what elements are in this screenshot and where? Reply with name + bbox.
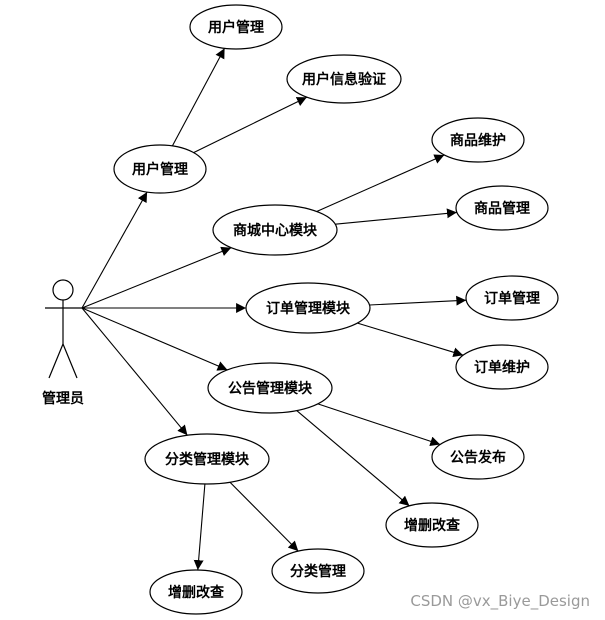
edge-order-module-to-order-maint	[357, 322, 464, 358]
use-case-label: 用户管理	[208, 19, 264, 36]
use-case-label: 用户信息验证	[302, 71, 386, 88]
edge-actor-to-category-module	[81, 307, 188, 436]
nodes-layer: 用户管理用户管理用户信息验证商城中心模块商品维护商品管理订单管理模块订单管理订单…	[113, 4, 559, 615]
use-case-ellipse	[149, 569, 243, 615]
edge-mall-center-to-product-maint	[316, 154, 445, 213]
use-case-ellipse	[465, 275, 559, 321]
use-case-label: 增删改查	[404, 517, 461, 534]
use-case-label: 分类管理模块	[165, 451, 250, 468]
edge-actor-to-mall-center	[81, 246, 232, 309]
use-case-ellipse	[431, 117, 525, 163]
actor-right-leg	[62, 343, 78, 379]
edge-user-mgmt-to-user-verify	[193, 96, 308, 154]
edge-user-mgmt-to-user-mgmt-sub	[171, 48, 226, 147]
use-case-order-maint: 订单维护	[455, 344, 549, 390]
edge-actor-to-notice-module	[81, 307, 228, 371]
edge-notice-module-to-notice-publish	[317, 403, 441, 447]
use-case-product-maint: 商品维护	[431, 117, 525, 163]
actor-left-leg	[48, 343, 64, 379]
use-case-ellipse	[212, 204, 338, 256]
use-case-category-mgmt: 分类管理	[271, 548, 365, 594]
use-case-ellipse	[207, 362, 333, 414]
watermark-text: CSDN @vx_Biye_Design	[410, 592, 590, 611]
use-case-mall-center: 商城中心模块	[212, 204, 338, 256]
use-case-ellipse	[431, 434, 525, 480]
actor-admin: 管理员	[42, 279, 84, 407]
use-case-ellipse	[455, 185, 549, 231]
edge-category-module-to-category-crud	[193, 483, 206, 571]
use-case-ellipse	[189, 4, 283, 50]
use-case-label: 订单维护	[474, 359, 530, 376]
use-case-label: 商品管理	[474, 200, 530, 217]
edge-notice-module-to-notice-crud	[296, 410, 410, 507]
use-case-label: 公告管理模块	[228, 380, 313, 397]
use-case-ellipse	[455, 344, 549, 390]
use-case-ellipse	[286, 54, 402, 104]
use-case-ellipse	[385, 502, 479, 548]
use-case-label: 公告发布	[450, 449, 506, 466]
use-case-label: 分类管理	[290, 563, 346, 580]
edge-mall-center-to-product-mgmt	[335, 208, 457, 225]
use-case-user-mgmt-sub: 用户管理	[189, 4, 283, 50]
actor-label: 管理员	[42, 390, 84, 407]
use-case-ellipse	[245, 282, 371, 334]
use-case-ellipse	[113, 144, 207, 194]
use-case-user-mgmt: 用户管理	[113, 144, 207, 194]
use-case-order-mgmt: 订单管理	[465, 275, 559, 321]
use-case-label: 商城中心模块	[233, 222, 318, 239]
use-case-order-module: 订单管理模块	[245, 282, 371, 334]
use-case-notice-crud: 增删改查	[385, 502, 479, 548]
use-case-label: 订单管理	[484, 290, 540, 307]
edges-layer	[81, 48, 467, 571]
use-case-ellipse	[271, 548, 365, 594]
use-case-label: 订单管理模块	[266, 300, 351, 317]
use-case-ellipse	[144, 433, 270, 485]
edge-actor-to-user-mgmt	[81, 191, 148, 309]
use-case-product-mgmt: 商品管理	[455, 185, 549, 231]
use-case-category-crud: 增删改查	[149, 569, 243, 615]
use-case-user-verify: 用户信息验证	[286, 54, 402, 104]
use-case-notice-module: 公告管理模块	[207, 362, 333, 414]
use-case-label: 用户管理	[132, 161, 188, 178]
use-case-label: 增删改查	[168, 584, 225, 601]
edge-category-module-to-category-mgmt	[229, 481, 299, 552]
edge-order-module-to-order-mgmt	[369, 295, 467, 306]
actor-head	[52, 279, 74, 301]
use-case-label: 商品维护	[450, 132, 506, 149]
use-case-notice-publish: 公告发布	[431, 434, 525, 480]
use-case-category-module: 分类管理模块	[144, 433, 270, 485]
